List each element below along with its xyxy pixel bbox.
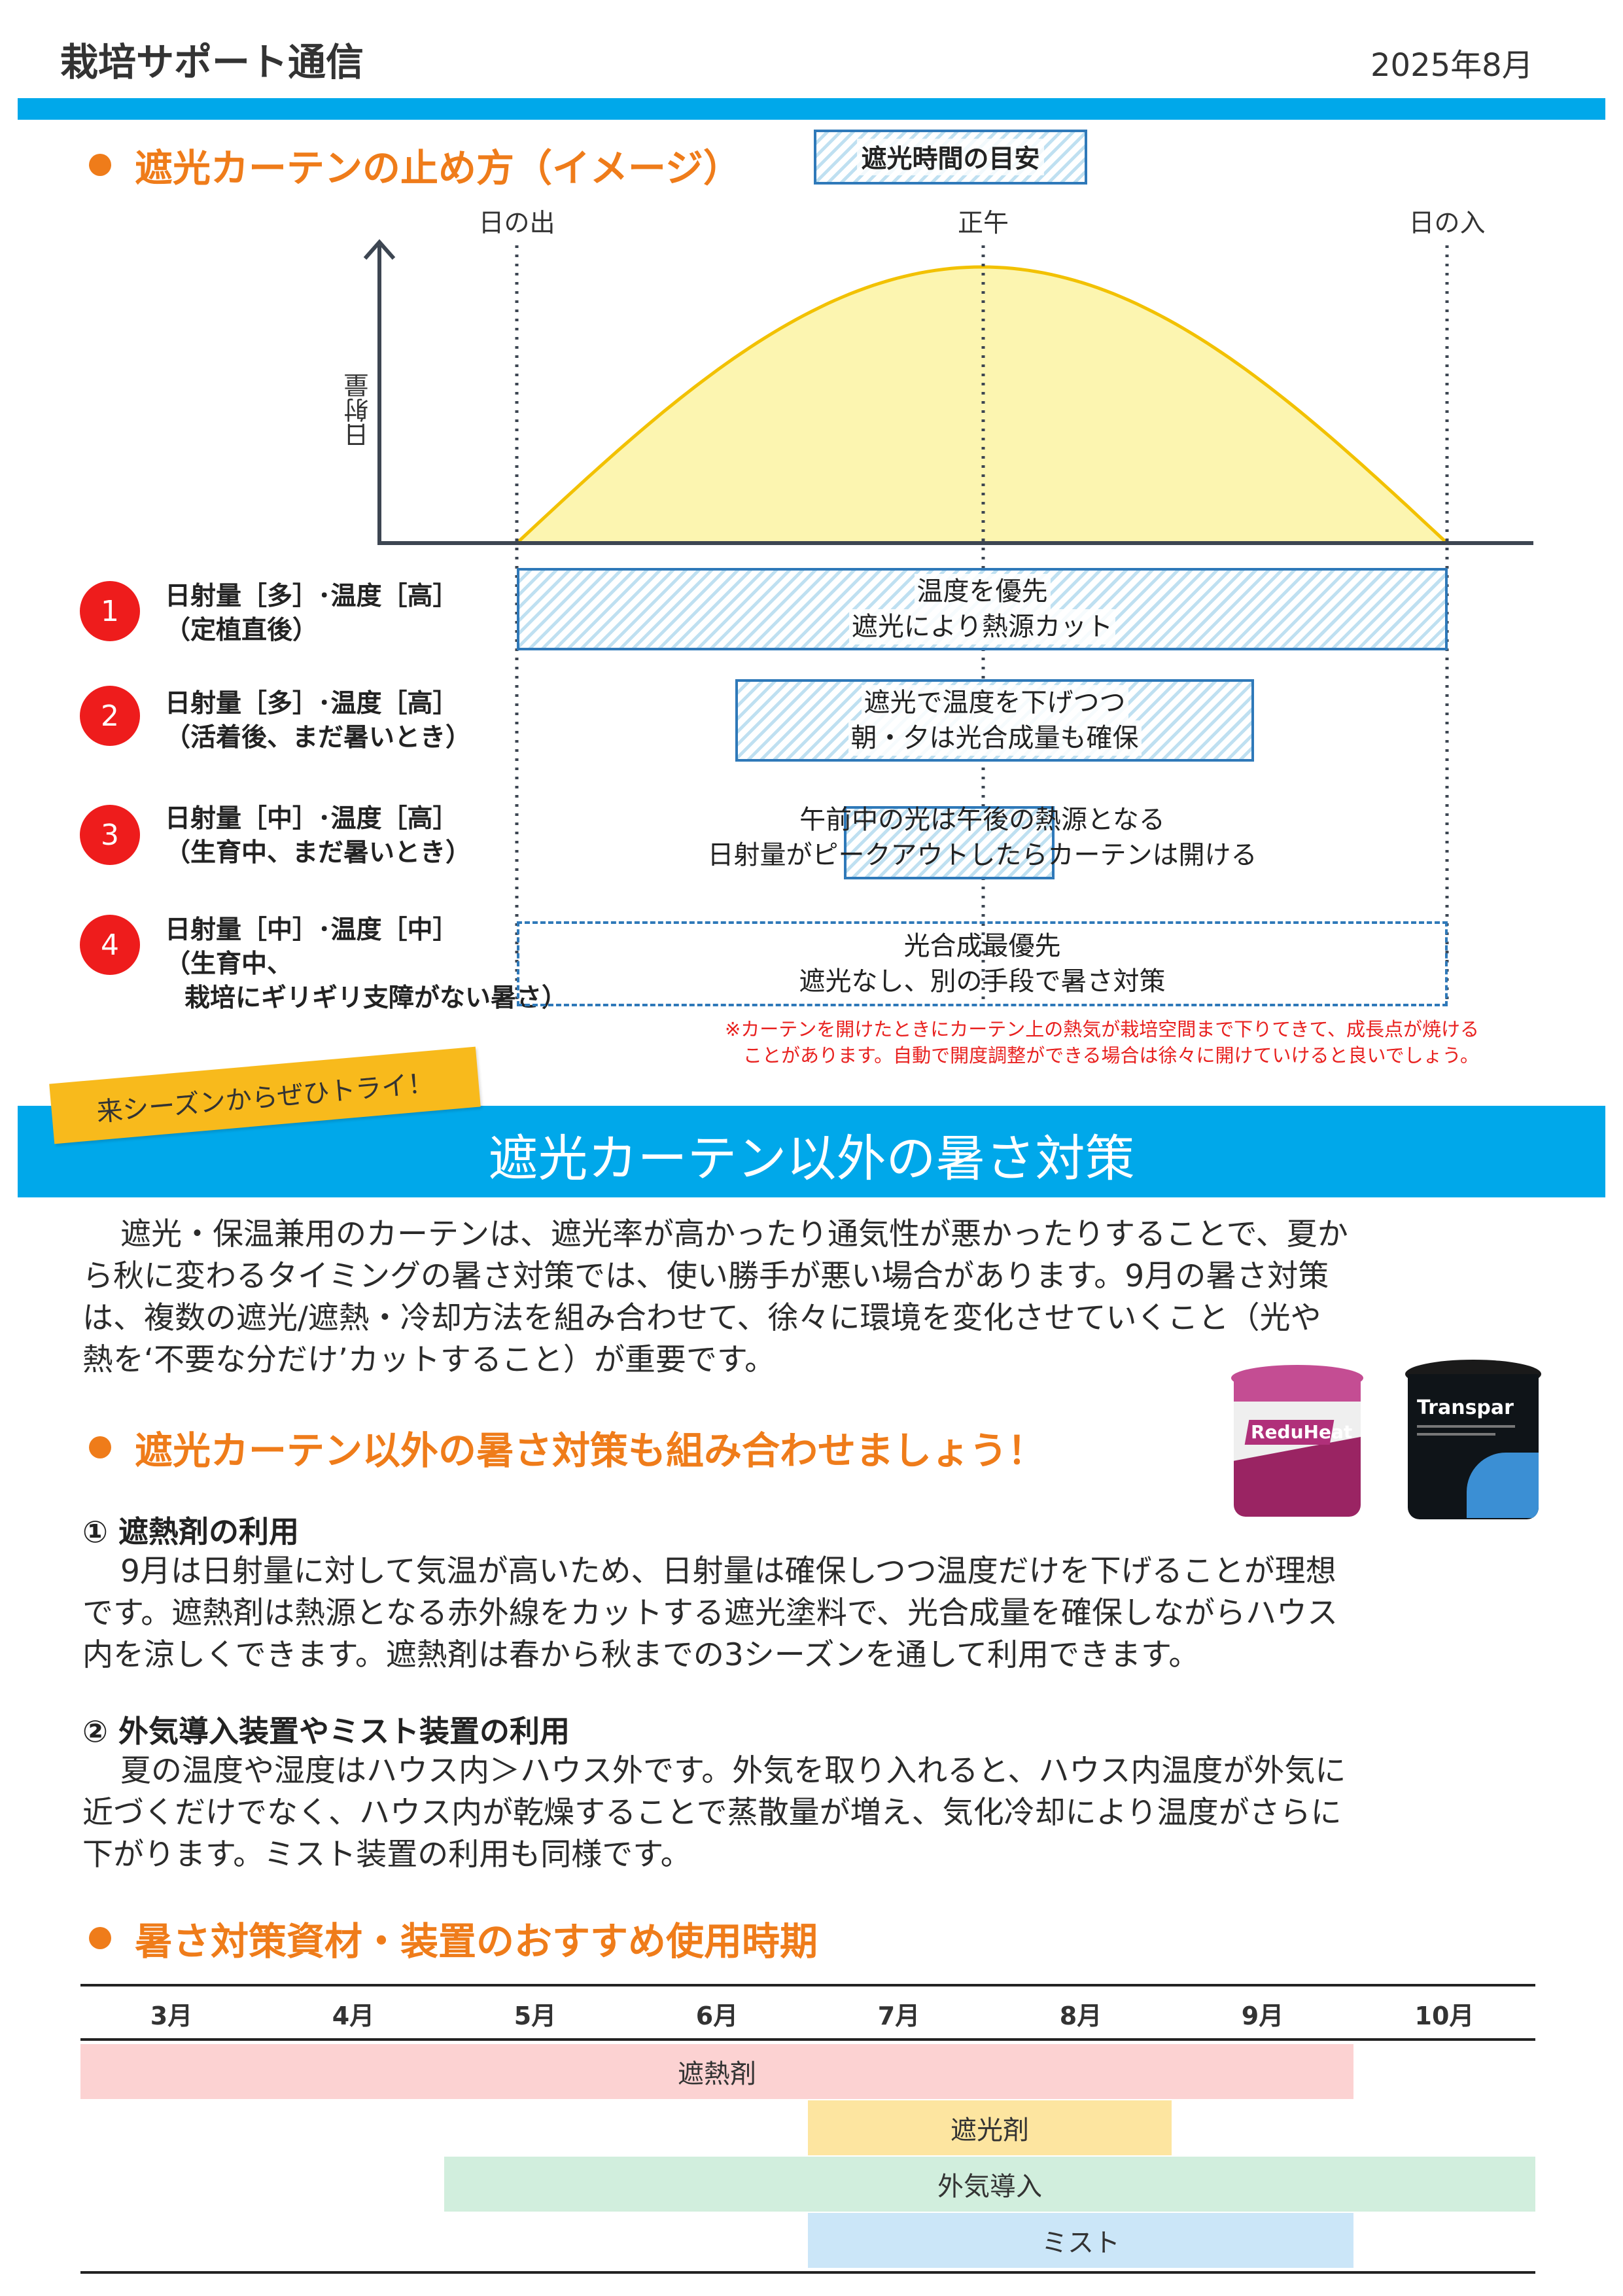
curtain-note: ※カーテンを開けたときにカーテン上の熱気が栽培空間まで下りてきて、成長点が焼ける… [725,1018,1479,1067]
banner-bar: 遮光カーテン以外の暑さ対策 [18,1106,1605,1197]
radiation-area [517,267,1447,543]
header-rule [18,98,1605,120]
band-4-none: 光合成最優先遮光なし、別の手段で暑さ対策 [517,921,1448,1006]
row-label-1: 日射量［多］･温度［高］（定植直後） [165,582,459,645]
row-label-3: 日射量［中］･温度［高］（生育中、まだ暑いとき） [165,804,472,868]
reduheat-bucket-image: ReduHeat [1225,1365,1370,1530]
month-label: 3月 [150,2002,193,2030]
reduheat-brand: ReduHeat [1251,1421,1353,1443]
item-2-paragraph: 夏の温度や湿度はハウス内＞ハウス外です。外気を取り入れると、ハウス内温度が外気に… [82,1753,1346,1873]
band-2-midday: 遮光で温度を下げつつ 朝・夕は光合成量も確保 [735,679,1254,762]
band-3-short [844,806,1055,879]
row-number-3: 3 [80,805,140,865]
banner-title: 遮光カーテン以外の暑さ対策 [488,1129,1135,1188]
row-number-4: 4 [80,915,140,975]
bullet-dot-icon [89,1927,111,1949]
month-label: 6月 [695,2002,739,2030]
bullet-dot-icon [89,154,111,176]
item-2-title: ② 外気導入装置やミスト装置の利用 [82,1714,570,1749]
schedule-bar-shading-agent: 遮光剤 [808,2100,1172,2155]
section-heading-schedule: 暑さ対策資材・装置のおすすめ使用時期 [89,1911,818,1966]
row-number-1: 1 [80,581,140,641]
item-1-paragraph: 9月は日射量に対して気温が高いため、日射量は確保しつつ温度だけを下げることが理想… [82,1553,1338,1673]
section-heading-combine: 遮光カーテン以外の暑さ対策も組み合わせましょう！ [89,1420,1045,1475]
section-heading-curtain: 遮光カーテンの止め方（イメージ） [89,137,741,192]
legend-label: 遮光時間の目安 [857,139,1044,175]
newsletter-title: 栽培サポート通信 [60,40,364,84]
transpar-bucket-image: Transpar [1400,1360,1546,1531]
issue-date: 2025年8月 [1370,47,1533,84]
schedule-heading-text: 暑さ対策資材・装置のおすすめ使用時期 [135,1919,818,1964]
schedule-month-row: 3月 4月 5月 6月 7月 8月 9月 10月 [80,1996,1535,2032]
month-label: 8月 [1059,2002,1102,2030]
row-number-2: 2 [80,686,140,746]
section-heading-text: 遮光カーテンの止め方（イメージ） [135,146,741,190]
month-label: 10月 [1414,2002,1475,2030]
bullet-dot-icon [89,1436,111,1458]
band-1-full-day: 温度を優先 遮光により熱源カット [517,568,1448,650]
transpar-brand: Transpar [1417,1396,1514,1419]
combine-heading-text: 遮光カーテン以外の暑さ対策も組み合わせましょう！ [135,1428,1046,1473]
month-label: 5月 [514,2002,557,2030]
schedule-header-rule [80,2038,1535,2041]
row-label-4: 日射量［中］･温度［中］ （生育中、 栽培にギリギリ支障がない暑さ） [165,915,568,1013]
item-1-title: ① 遮熱剤の利用 [82,1514,299,1549]
intro-paragraph: 遮光・保温兼用のカーテンは、遮光率が高かったり通気性が悪かったりすることで、夏か… [82,1216,1348,1378]
tick-label-noon: 正午 [957,209,1009,238]
band-3-text: 午前中の光は午後の熱源となる日射量がピークアウトしたらカーテンは開ける [707,805,1257,870]
month-label: 9月 [1241,2002,1284,2030]
radiation-curve [515,265,1448,544]
schedule-top-rule [80,1984,1535,1987]
tick-label-sunrise: 日の出 [478,209,555,238]
schedule-bar-heat-reflective: 遮熱剤 [80,2044,1353,2099]
legend-shading-time: 遮光時間の目安 [814,130,1087,185]
y-axis-label: 日射量 [344,373,373,448]
y-axis-arrow-icon [363,239,396,260]
schedule-bar-outside-air: 外気導入 [444,2157,1535,2212]
schedule-bottom-rule [80,2271,1535,2274]
month-label: 7月 [877,2002,920,2030]
row-label-2: 日射量［多］･温度［高］（活着後、まだ暑いとき） [165,689,472,752]
month-label: 4月 [332,2002,375,2030]
tick-label-sunset: 日の入 [1408,209,1486,238]
schedule-bar-mist: ミスト [808,2213,1353,2268]
